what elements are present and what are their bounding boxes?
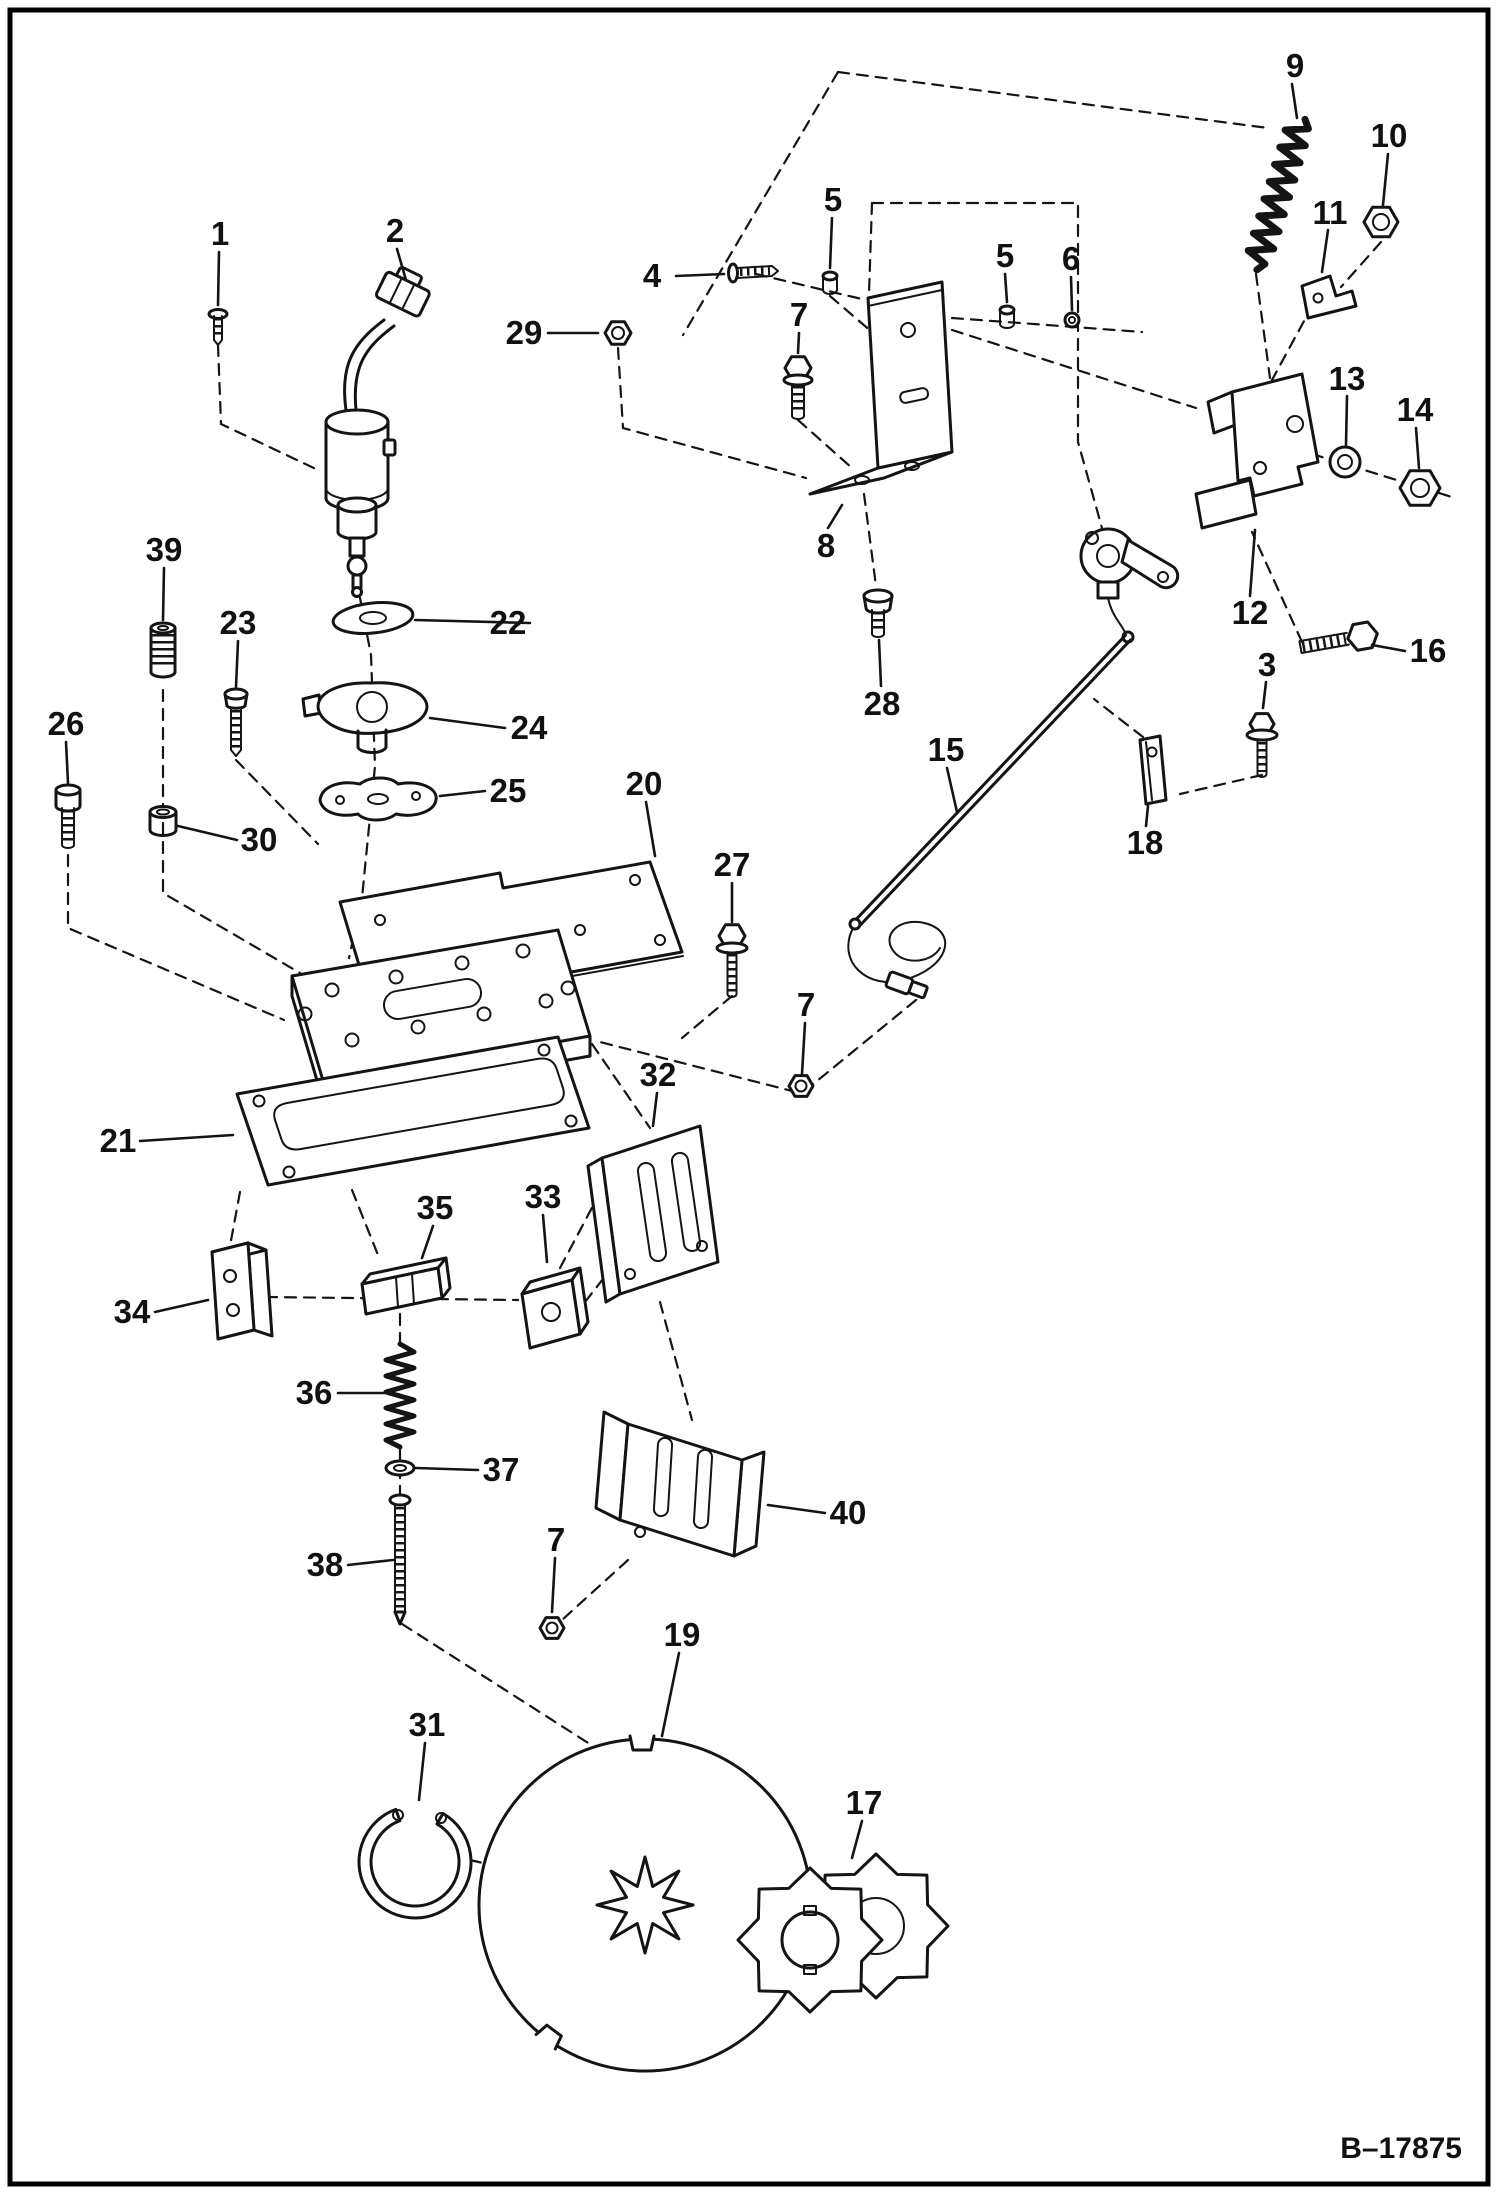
part-24-cam [301,681,429,755]
callout-39: 39 [146,531,183,568]
callout-15: 15 [928,731,965,768]
part-37-washer [384,1459,416,1477]
part-12-bracket [1194,372,1320,530]
callout-leader-lines [64,82,1421,1860]
part-35-spacer [360,1256,452,1316]
part-25-gasket [318,776,438,822]
part-7-nut-middle [787,1074,815,1098]
part-34-bracket [210,1241,274,1341]
callout-38: 38 [307,1546,344,1583]
callout-5: 5 [824,181,842,218]
callout-27: 27 [714,846,751,883]
part-23-screw [223,687,249,757]
callout-14: 14 [1397,391,1434,428]
callout-23: 23 [220,604,257,641]
parts-artwork [54,115,1442,2073]
callout-10: 10 [1371,117,1408,154]
part-5-stud-right [998,304,1016,329]
part-7-nut-lower [538,1616,566,1640]
callout-32: 32 [640,1056,677,1093]
callout-8: 8 [817,527,835,564]
part-26-screw [54,783,82,849]
callout-37: 37 [483,1451,520,1488]
callout-11: 11 [1313,194,1348,231]
part-9-spring [1244,115,1312,274]
callout-7: 7 [547,1521,565,1558]
callout-2: 2 [386,212,404,249]
part-5-stud-left [821,270,839,295]
callout-7: 7 [790,296,808,333]
part-4-screw [727,262,779,284]
callout-24: 24 [511,709,548,746]
part-11-bracket [1300,274,1358,320]
callout-29: 29 [506,314,543,351]
part-21-plate [235,1035,591,1187]
part-33-block [520,1266,590,1350]
part-16-bolt [1298,620,1379,654]
callout-30: 30 [241,821,278,858]
callout-12: 12 [1232,594,1269,631]
callout-9: 9 [1286,47,1304,84]
callout-6: 6 [1062,240,1080,277]
callout-25: 25 [490,772,527,809]
part-14-nut [1398,469,1442,507]
callout-13: 13 [1329,360,1366,397]
part-7-bolt-top [782,355,814,420]
callout-26: 26 [48,705,85,742]
part-3-screw [1245,712,1279,778]
part-28-screw [862,588,894,638]
callout-18: 18 [1127,824,1164,861]
callout-5: 5 [996,237,1014,274]
part-29-nut [603,320,633,346]
part-38-screw [388,1493,412,1626]
part-17-sprocket [736,1852,950,2014]
callout-4: 4 [643,257,662,294]
solenoid-body [324,408,397,598]
part-18-clip [1138,734,1168,806]
callout-21: 21 [100,1122,137,1159]
part-40-bracket [594,1410,766,1558]
callout-31: 31 [409,1706,446,1743]
callout-19: 19 [664,1616,701,1653]
callout-3: 3 [1258,646,1276,683]
callout-7: 7 [797,986,815,1023]
part-1-screw [207,308,229,346]
callout-16: 16 [1410,632,1447,669]
part-36-spring [383,1341,417,1450]
part-15-cable-actuator [847,527,1180,1000]
callout-20: 20 [626,765,663,802]
part-13-washer [1328,445,1362,479]
callout-34: 34 [114,1293,151,1330]
callout-28: 28 [864,685,901,722]
callout-17: 17 [846,1784,883,1821]
callout-40: 40 [830,1494,867,1531]
assembly-alignment-lines [66,70,1454,1928]
callout-22: 22 [490,604,527,641]
part-6-washer [1063,311,1081,329]
part-22-washer [331,601,415,635]
part-27-bolt [715,923,749,998]
diagram-border [7,7,1491,2187]
part-10-nut [1362,205,1400,239]
part-32-bracket [586,1124,720,1304]
part-39-fitting [149,621,177,679]
callout-35: 35 [417,1189,454,1226]
part-30-bushing [148,805,178,837]
figure-code: B–17875 [1340,2132,1462,2165]
part-31-snap-ring [357,1807,473,1920]
callout-36: 36 [296,1374,333,1411]
callout-1: 1 [211,215,229,252]
part-2-connector [343,266,431,412]
part-8-bracket [808,280,954,496]
callout-33: 33 [525,1178,562,1215]
